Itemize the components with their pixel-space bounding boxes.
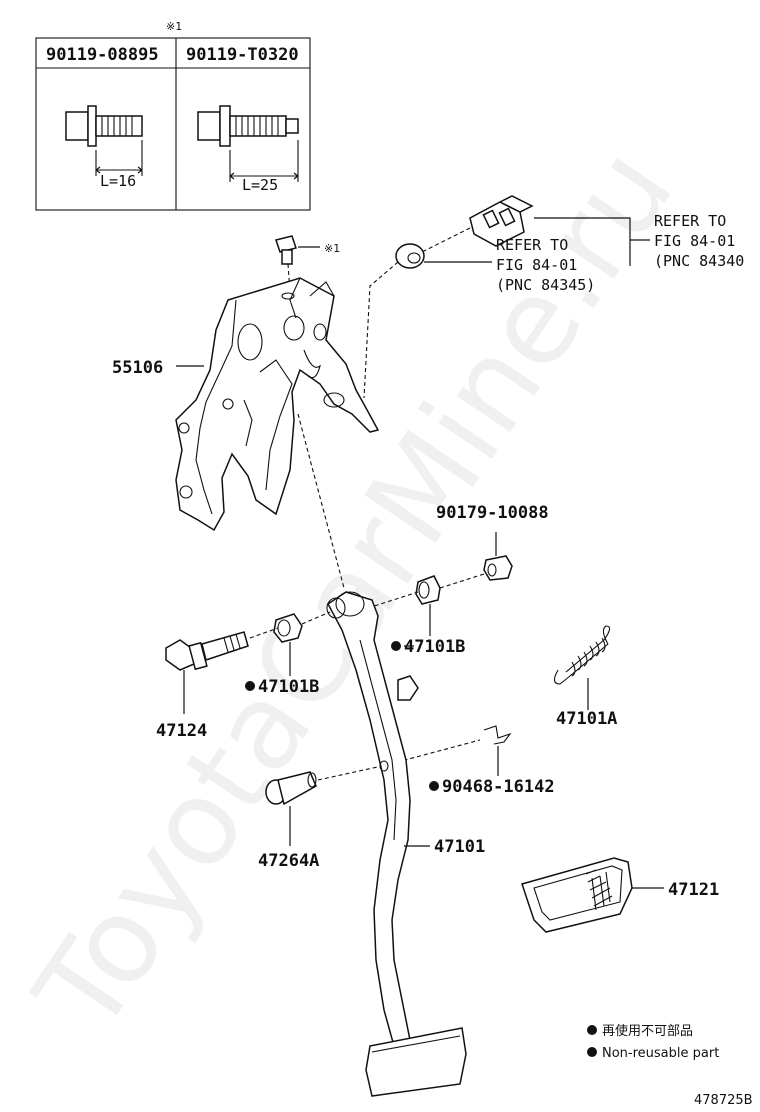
table-marker: ※1 <box>166 20 182 33</box>
bolt-08895-icon: L=16 <box>65 105 143 190</box>
svg-text:REFER TO: REFER TO <box>654 212 726 230</box>
legend: 再使用不可部品 Non-reusable part <box>587 1023 719 1061</box>
refer-cushion-note: REFER TO FIG 84-01 (PNC 84345) <box>496 236 595 294</box>
pedal-pad-icon <box>521 857 633 933</box>
svg-text:FIG 84-01: FIG 84-01 <box>496 256 577 274</box>
non-reusable-mark-1 <box>391 641 401 651</box>
pivot-bolt-icon <box>165 631 249 671</box>
legend-line-1: 再使用不可部品 <box>602 1023 693 1039</box>
bushing-left-icon <box>273 613 303 643</box>
label-bracket: 55106 <box>112 358 163 378</box>
label-bushing-left: 47101B <box>258 677 319 697</box>
svg-text:FIG 84-01: FIG 84-01 <box>654 232 735 250</box>
label-bushing-right: 47101B <box>404 637 465 657</box>
stop-lamp-cushion-icon <box>395 243 425 269</box>
nut-icon <box>483 555 513 581</box>
top-bolt-marker: ※1 <box>324 242 340 255</box>
svg-text:(PNC 84340: (PNC 84340 <box>654 252 744 270</box>
legend-line-2: Non-reusable part <box>602 1046 719 1061</box>
label-spring: 47101A <box>556 709 617 729</box>
label-pad: 47121 <box>668 880 719 900</box>
non-reusable-mark-2 <box>245 681 255 691</box>
label-clip: 90468-16142 <box>442 777 555 797</box>
table-length-1: L=16 <box>100 172 136 190</box>
stop-lamp-switch-icon <box>469 195 534 247</box>
pedal-bracket-icon <box>175 277 380 532</box>
clip-icon <box>483 725 512 745</box>
label-pin: 47264A <box>258 851 319 871</box>
return-spring-icon <box>553 625 611 685</box>
top-bolt-icon <box>275 235 320 293</box>
non-reusable-mark-3 <box>429 781 439 791</box>
clevis-pin-icon <box>265 771 317 806</box>
label-pedal: 47101 <box>434 837 485 857</box>
label-nut: 90179-10088 <box>436 503 549 523</box>
bolt-t0320-icon: L=25 <box>197 105 299 194</box>
table-header-2: 90119-T0320 <box>186 45 299 65</box>
bushing-right-icon <box>415 575 441 605</box>
refer-switch-note: REFER TO FIG 84-01 (PNC 84340 <box>654 212 744 270</box>
bolt-table: ※1 90119-08895 90119-T0320 L=16 L=25 <box>35 20 311 211</box>
diagram-code: 478725B <box>694 1093 753 1108</box>
brake-pedal-icon <box>326 591 467 1097</box>
svg-text:REFER TO: REFER TO <box>496 236 568 254</box>
table-header-1: 90119-08895 <box>46 45 159 65</box>
table-length-2: L=25 <box>242 176 278 194</box>
svg-text:(PNC 84345): (PNC 84345) <box>496 276 595 294</box>
label-pivot-bolt: 47124 <box>156 721 207 741</box>
